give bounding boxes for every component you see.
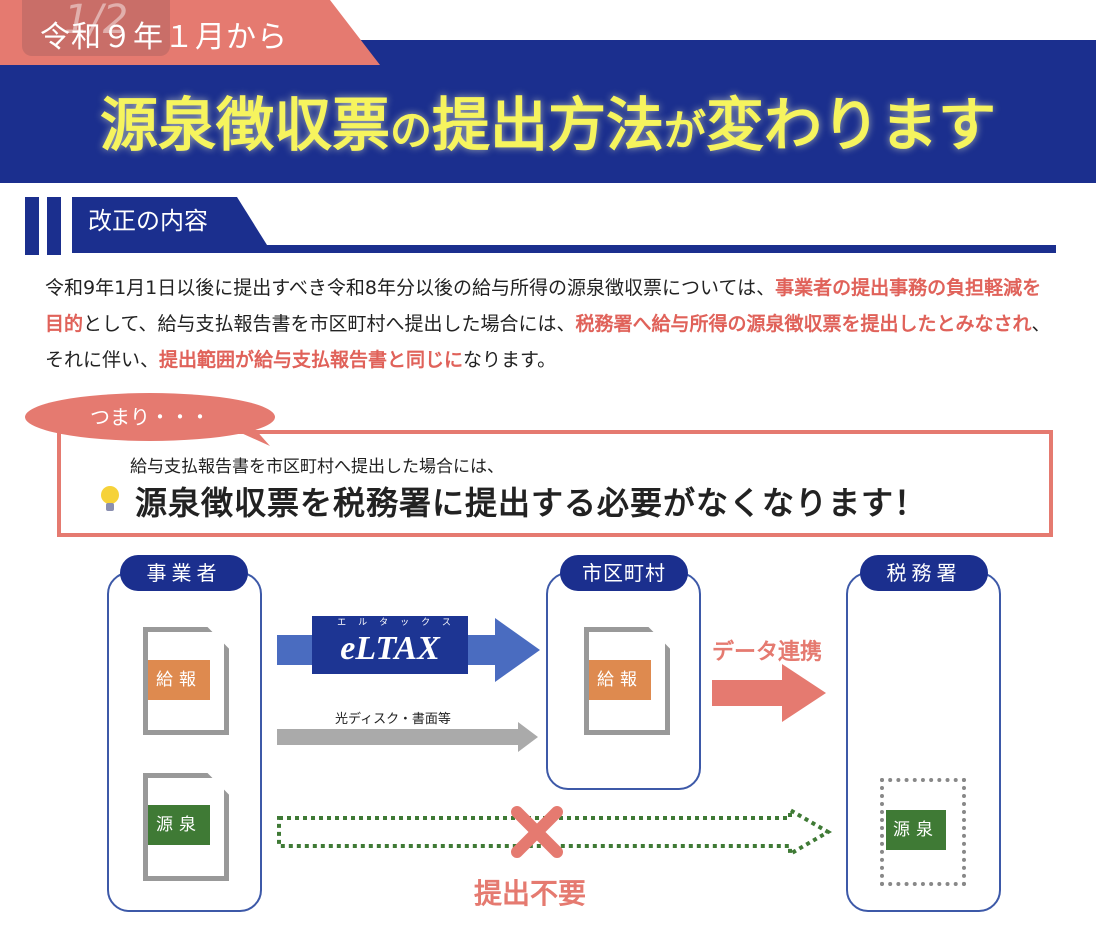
business-label: 事業者: [120, 555, 248, 591]
section-bar: [25, 197, 39, 255]
callout-box: [57, 430, 1053, 537]
section-heading: 改正の内容: [72, 197, 267, 245]
municipality-label: 市区町村: [560, 555, 688, 591]
body-text: なります。: [463, 349, 557, 371]
highlighted-text: 事業者の提出事務の負担軽減を目的: [45, 277, 1042, 335]
body-text: 、それに伴い、: [45, 313, 1051, 371]
section-underline: [72, 245, 1056, 253]
body-text: 令和9年1月1日以後に提出すべき令和8年分以後の給与所得の源泉徴収票については、: [45, 277, 776, 299]
eltax-logo: エルタックス eLTAX: [337, 618, 463, 667]
tax-office-label: 税務署: [860, 555, 988, 591]
salary-report-label: 給報: [148, 660, 210, 700]
paper-arrow: [277, 722, 538, 752]
highlighted-text: 提出範囲が給与支払報告書と同じに: [159, 349, 464, 371]
date-tag: 令和９年１月から: [40, 20, 288, 55]
body-text: として、給与支払報告書を市区町村へ提出した場合には、: [83, 313, 576, 335]
dotted-document-icon: [880, 778, 966, 886]
cross-mark-icon: [511, 806, 563, 858]
data-link-label: データ連携: [712, 640, 823, 665]
not-required-label: 提出不要: [474, 877, 587, 910]
withholding-label: 源泉: [886, 810, 946, 850]
page-title: 源泉徴収票の提出方法が変わります: [99, 91, 997, 159]
date-tab: [0, 0, 380, 65]
salary-report-label: 給報: [589, 660, 651, 700]
speech-bubble: つまり・・・: [25, 393, 275, 441]
lightbulb-icon: [101, 486, 119, 511]
highlighted-text: 税務署へ給与所得の源泉徴収票を提出したとみなされ: [575, 313, 1032, 335]
dotted-arrow: [277, 806, 832, 858]
withholding-label: 源泉: [148, 805, 210, 845]
paper-route-label: 光ディスク・書面等: [335, 712, 451, 727]
section-bar: [47, 197, 61, 255]
callout-message: 源泉徴収票を税務署に提出する必要がなくなります！: [135, 484, 928, 522]
data-link-arrow: [712, 664, 826, 722]
eltax-logo-box: [312, 616, 468, 674]
body-paragraph: 令和9年1月1日以後に提出すべき令和8年分以後の給与所得の源泉徴収票については、…: [45, 270, 1055, 378]
page-indicator: 1/2: [22, 0, 170, 56]
callout-condition: 給与支払報告書を市区町村へ提出した場合には、: [130, 457, 504, 477]
